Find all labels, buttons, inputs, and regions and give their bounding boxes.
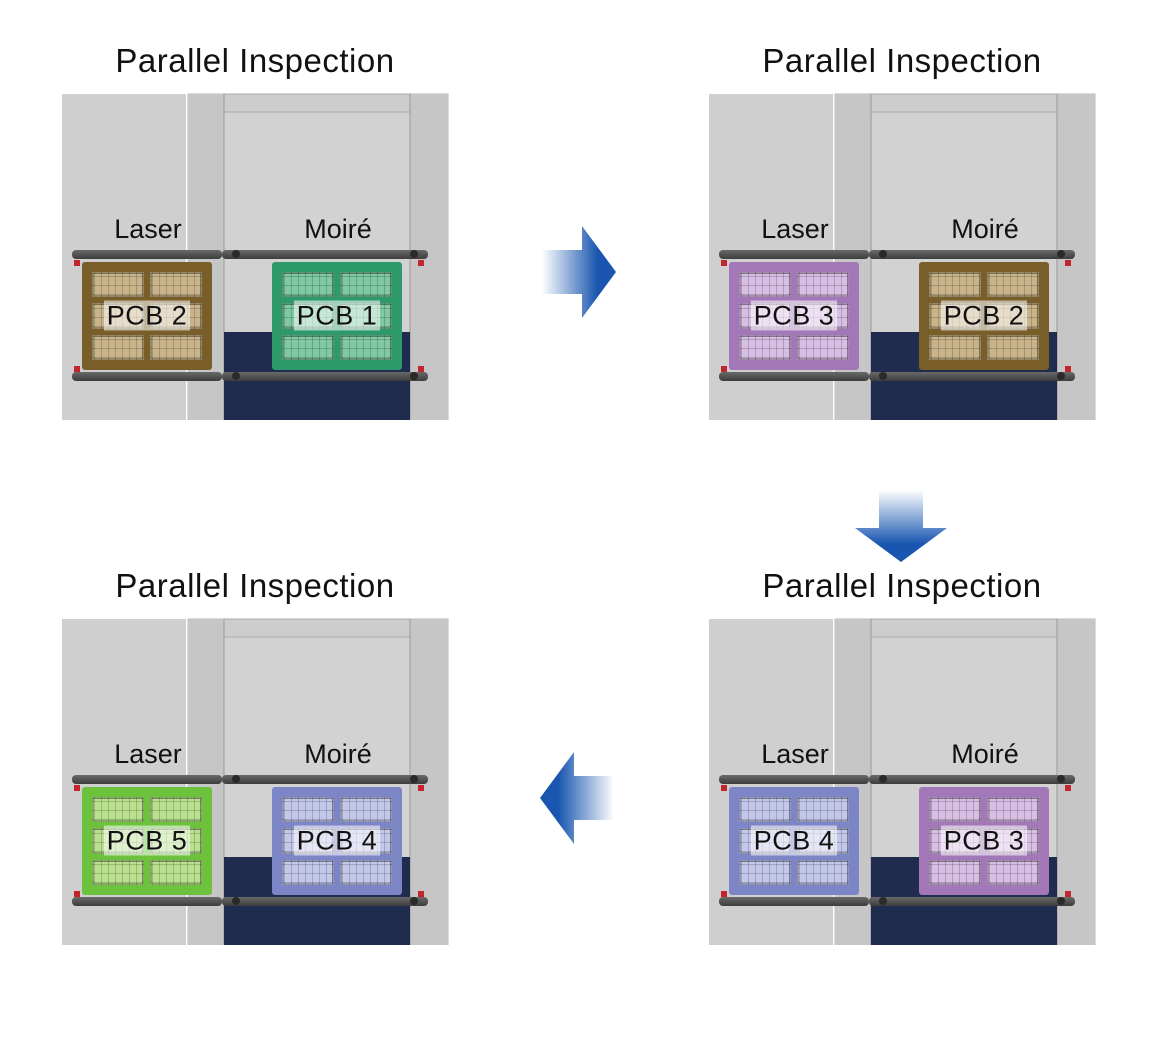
pcb-module [797, 797, 849, 823]
pcb-module [797, 859, 849, 885]
inspection-panel: Parallel Inspection Laser Moiré PCB 2 PCB… [60, 0, 460, 420]
pcb-label-text: PCB 2 [940, 300, 1028, 331]
pcb-module [739, 859, 791, 885]
pcb-label-text: PCB 5 [103, 825, 191, 856]
inspection-panel: Parallel Inspection Laser Moiré PCB 3 PCB… [707, 0, 1107, 420]
pcb-label-text: PCB 2 [103, 300, 191, 331]
pcb-module [987, 334, 1039, 360]
pcb-label: PCB 3 [733, 300, 855, 332]
pcb-label: PCB 3 [923, 825, 1045, 857]
pcb-module [150, 334, 202, 360]
arrow-right-icon [542, 226, 616, 318]
pcb-module [150, 272, 202, 298]
pcb-module [150, 859, 202, 885]
pcb-module [739, 272, 791, 298]
inspection-machine [62, 93, 449, 420]
pcb-module [92, 859, 144, 885]
pcb-label: PCB 4 [733, 825, 855, 857]
pcb-module [340, 859, 392, 885]
pcb-module [739, 797, 791, 823]
moire-pcb-board: PCB 3 [919, 787, 1049, 895]
laser-label: Laser [761, 739, 829, 769]
laser-pcb-board: PCB 3 [729, 262, 859, 370]
pcb-module [340, 334, 392, 360]
laser-pcb-board: PCB 5 [82, 787, 212, 895]
pcb-module [92, 334, 144, 360]
pcb-module [282, 797, 334, 823]
panel-title: Parallel Inspection [115, 567, 395, 604]
moire-label: Moiré [951, 739, 1019, 769]
moire-pcb-board: PCB 1 [272, 262, 402, 370]
pcb-label-text: PCB 4 [750, 825, 838, 856]
pcb-label: PCB 4 [276, 825, 398, 857]
pcb-module [340, 272, 392, 298]
panel-title: Parallel Inspection [115, 42, 395, 79]
moire-label: Moiré [951, 214, 1019, 244]
inspection-panel: Parallel Inspection Laser Moiré PCB 4 PCB… [707, 525, 1107, 945]
inspection-panel: Parallel Inspection Laser Moiré PCB 5 PCB… [60, 525, 460, 945]
moire-label: Moiré [304, 214, 372, 244]
arrow-down-icon [855, 490, 947, 562]
pcb-module [929, 859, 981, 885]
pcb-label-text: PCB 4 [293, 825, 381, 856]
pcb-module [150, 797, 202, 823]
laser-pcb-board: PCB 2 [82, 262, 212, 370]
moire-label: Moiré [304, 739, 372, 769]
arrow-left-icon [540, 752, 614, 844]
panel-title: Parallel Inspection [762, 567, 1042, 604]
pcb-label: PCB 2 [86, 300, 208, 332]
pcb-module [92, 797, 144, 823]
pcb-module [797, 334, 849, 360]
pcb-module [282, 272, 334, 298]
pcb-label: PCB 1 [276, 300, 398, 332]
moire-pcb-board: PCB 4 [272, 787, 402, 895]
pcb-module [929, 334, 981, 360]
pcb-module [739, 334, 791, 360]
panel-title: Parallel Inspection [762, 42, 1042, 79]
pcb-label-text: PCB 3 [940, 825, 1028, 856]
pcb-module [987, 272, 1039, 298]
pcb-module [929, 272, 981, 298]
pcb-label: PCB 5 [86, 825, 208, 857]
pcb-label-text: PCB 1 [293, 300, 381, 331]
pcb-module [92, 272, 144, 298]
pcb-module [282, 859, 334, 885]
moire-pcb-board: PCB 2 [919, 262, 1049, 370]
pcb-module [987, 797, 1039, 823]
pcb-module [340, 797, 392, 823]
pcb-module [929, 797, 981, 823]
laser-label: Laser [761, 214, 829, 244]
pcb-label-text: PCB 3 [750, 300, 838, 331]
pcb-module [797, 272, 849, 298]
pcb-module [987, 859, 1039, 885]
laser-label: Laser [114, 214, 182, 244]
pcb-label: PCB 2 [923, 300, 1045, 332]
laser-label: Laser [114, 739, 182, 769]
laser-pcb-board: PCB 4 [729, 787, 859, 895]
pcb-module [282, 334, 334, 360]
